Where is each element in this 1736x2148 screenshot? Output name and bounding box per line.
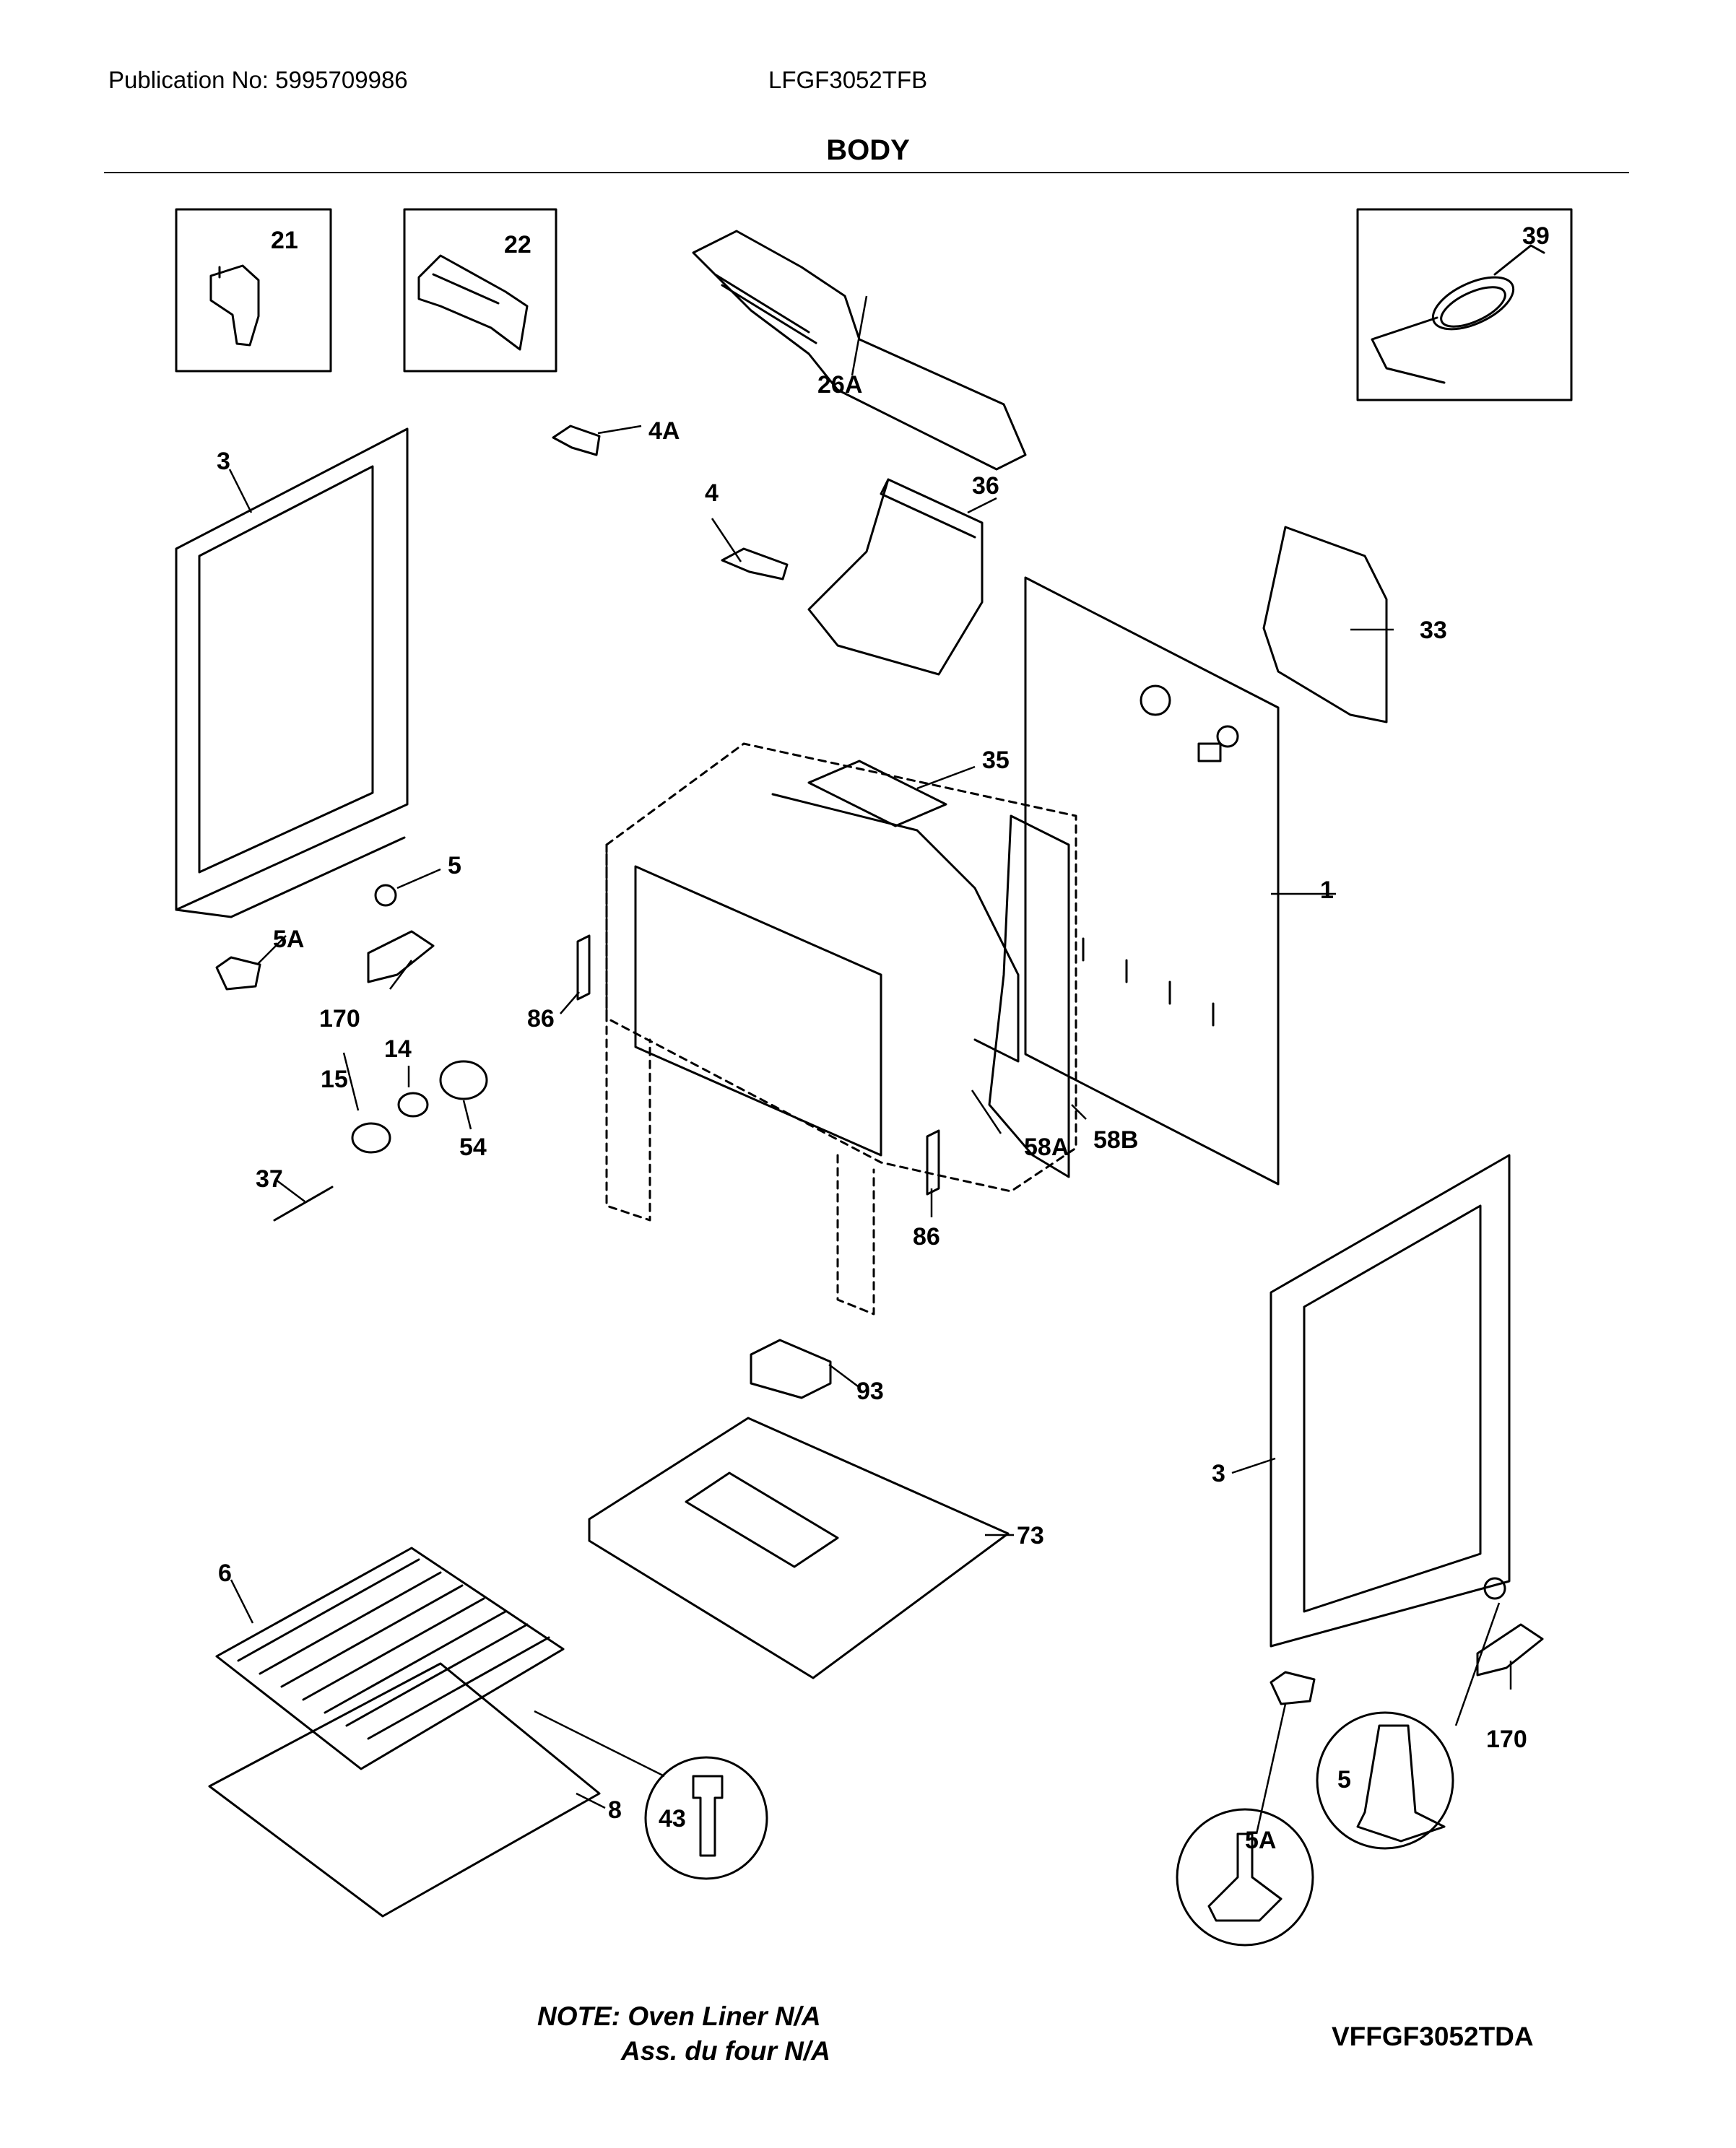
callout-35: 35 [982,747,1010,774]
storage-drawer-shape [208,1662,601,1918]
callout-5-left: 5 [448,852,461,879]
leg-bracket-5a-detail [1207,1832,1283,1922]
callout-54: 54 [459,1134,487,1161]
callout-21: 21 [271,227,298,254]
note-line-1: NOTE: Oven Liner N/A [537,2001,821,2031]
callout-15: 15 [321,1066,348,1093]
bottom-panel-shape [588,1417,1010,1679]
lamp-cover-54 [439,1060,488,1100]
leg-bracket-5a-left [215,956,261,991]
model-number: LFGF3052TFB [768,66,928,93]
callout-3-left: 3 [217,448,230,475]
rail-86-lower [926,1129,940,1196]
callout-8: 8 [608,1796,622,1824]
callout-26a: 26A [817,371,862,399]
block-93-shape [750,1339,832,1399]
callout-93: 93 [856,1378,884,1405]
wiring-cover-shape [1262,526,1388,723]
callout-33: 33 [1420,617,1447,644]
callout-4a: 4A [648,417,680,445]
lamp-bulb-15 [351,1122,391,1154]
lamp-socket-14 [397,1092,429,1118]
publication-number: Publication No: 5995709986 [108,66,408,93]
callout-58a: 58A [1024,1134,1069,1161]
vent-plate-shape [807,760,947,827]
left-side-panel-shape [175,427,409,918]
inset-box-39 [1356,208,1573,401]
callout-43: 43 [659,1805,686,1832]
rail-86-upper [576,934,591,1001]
zoom-circle-43 [644,1756,768,1880]
callout-5-right: 5 [1337,1766,1351,1793]
leveler-5-right [1483,1577,1506,1600]
callout-170-left: 170 [319,1005,360,1032]
thumbscrew-43 [692,1775,724,1857]
section-title: BODY [826,134,910,166]
callout-22: 22 [504,231,531,258]
right-side-panel-shape [1270,1154,1511,1648]
clip-170-left [367,930,435,983]
callout-170-right: 170 [1486,1726,1527,1753]
inset-box-22 [403,208,557,373]
oven-rack-shape [215,1547,565,1770]
callout-1: 1 [1320,877,1334,904]
leveler-5-detail [1356,1724,1446,1843]
callout-5a-right: 5A [1245,1827,1276,1854]
callout-37: 37 [256,1165,283,1193]
header-rule [104,172,1629,173]
callout-36: 36 [972,472,999,500]
leg-bracket-5a-right [1270,1671,1316,1705]
zoom-circle-5 [1316,1711,1454,1850]
callout-58b: 58B [1093,1126,1138,1154]
back-panel-shape [1024,576,1280,1186]
note-line-2: Ass. du four N/A [621,2036,830,2066]
sensor-wire-37 [273,1186,334,1222]
leader-lines [228,295,1512,1835]
variant-code: VFFGF3052TDA [1332,2022,1534,2051]
zoom-circle-5a [1176,1808,1314,1947]
callout-39: 39 [1522,222,1550,250]
clip-170-right [1476,1623,1544,1677]
callout-3-right: 3 [1212,1460,1225,1487]
insulation-shape [988,814,1070,1178]
clip-4-shape [721,547,789,581]
callout-6: 6 [218,1560,232,1587]
callout-14: 14 [384,1035,412,1063]
callout-86-upper: 86 [527,1005,555,1032]
leveler-5-left [374,884,397,907]
rear-bracket-shape [692,230,1027,471]
oven-body-shape [605,742,1077,1316]
callout-86-lower: 86 [913,1223,940,1251]
callout-5a-left: 5A [273,926,304,953]
callout-73: 73 [1017,1522,1044,1549]
callout-4: 4 [705,479,719,507]
air-duct-shape [807,478,984,676]
clip-4a-shape [552,425,601,456]
inset-box-21 [175,208,332,373]
